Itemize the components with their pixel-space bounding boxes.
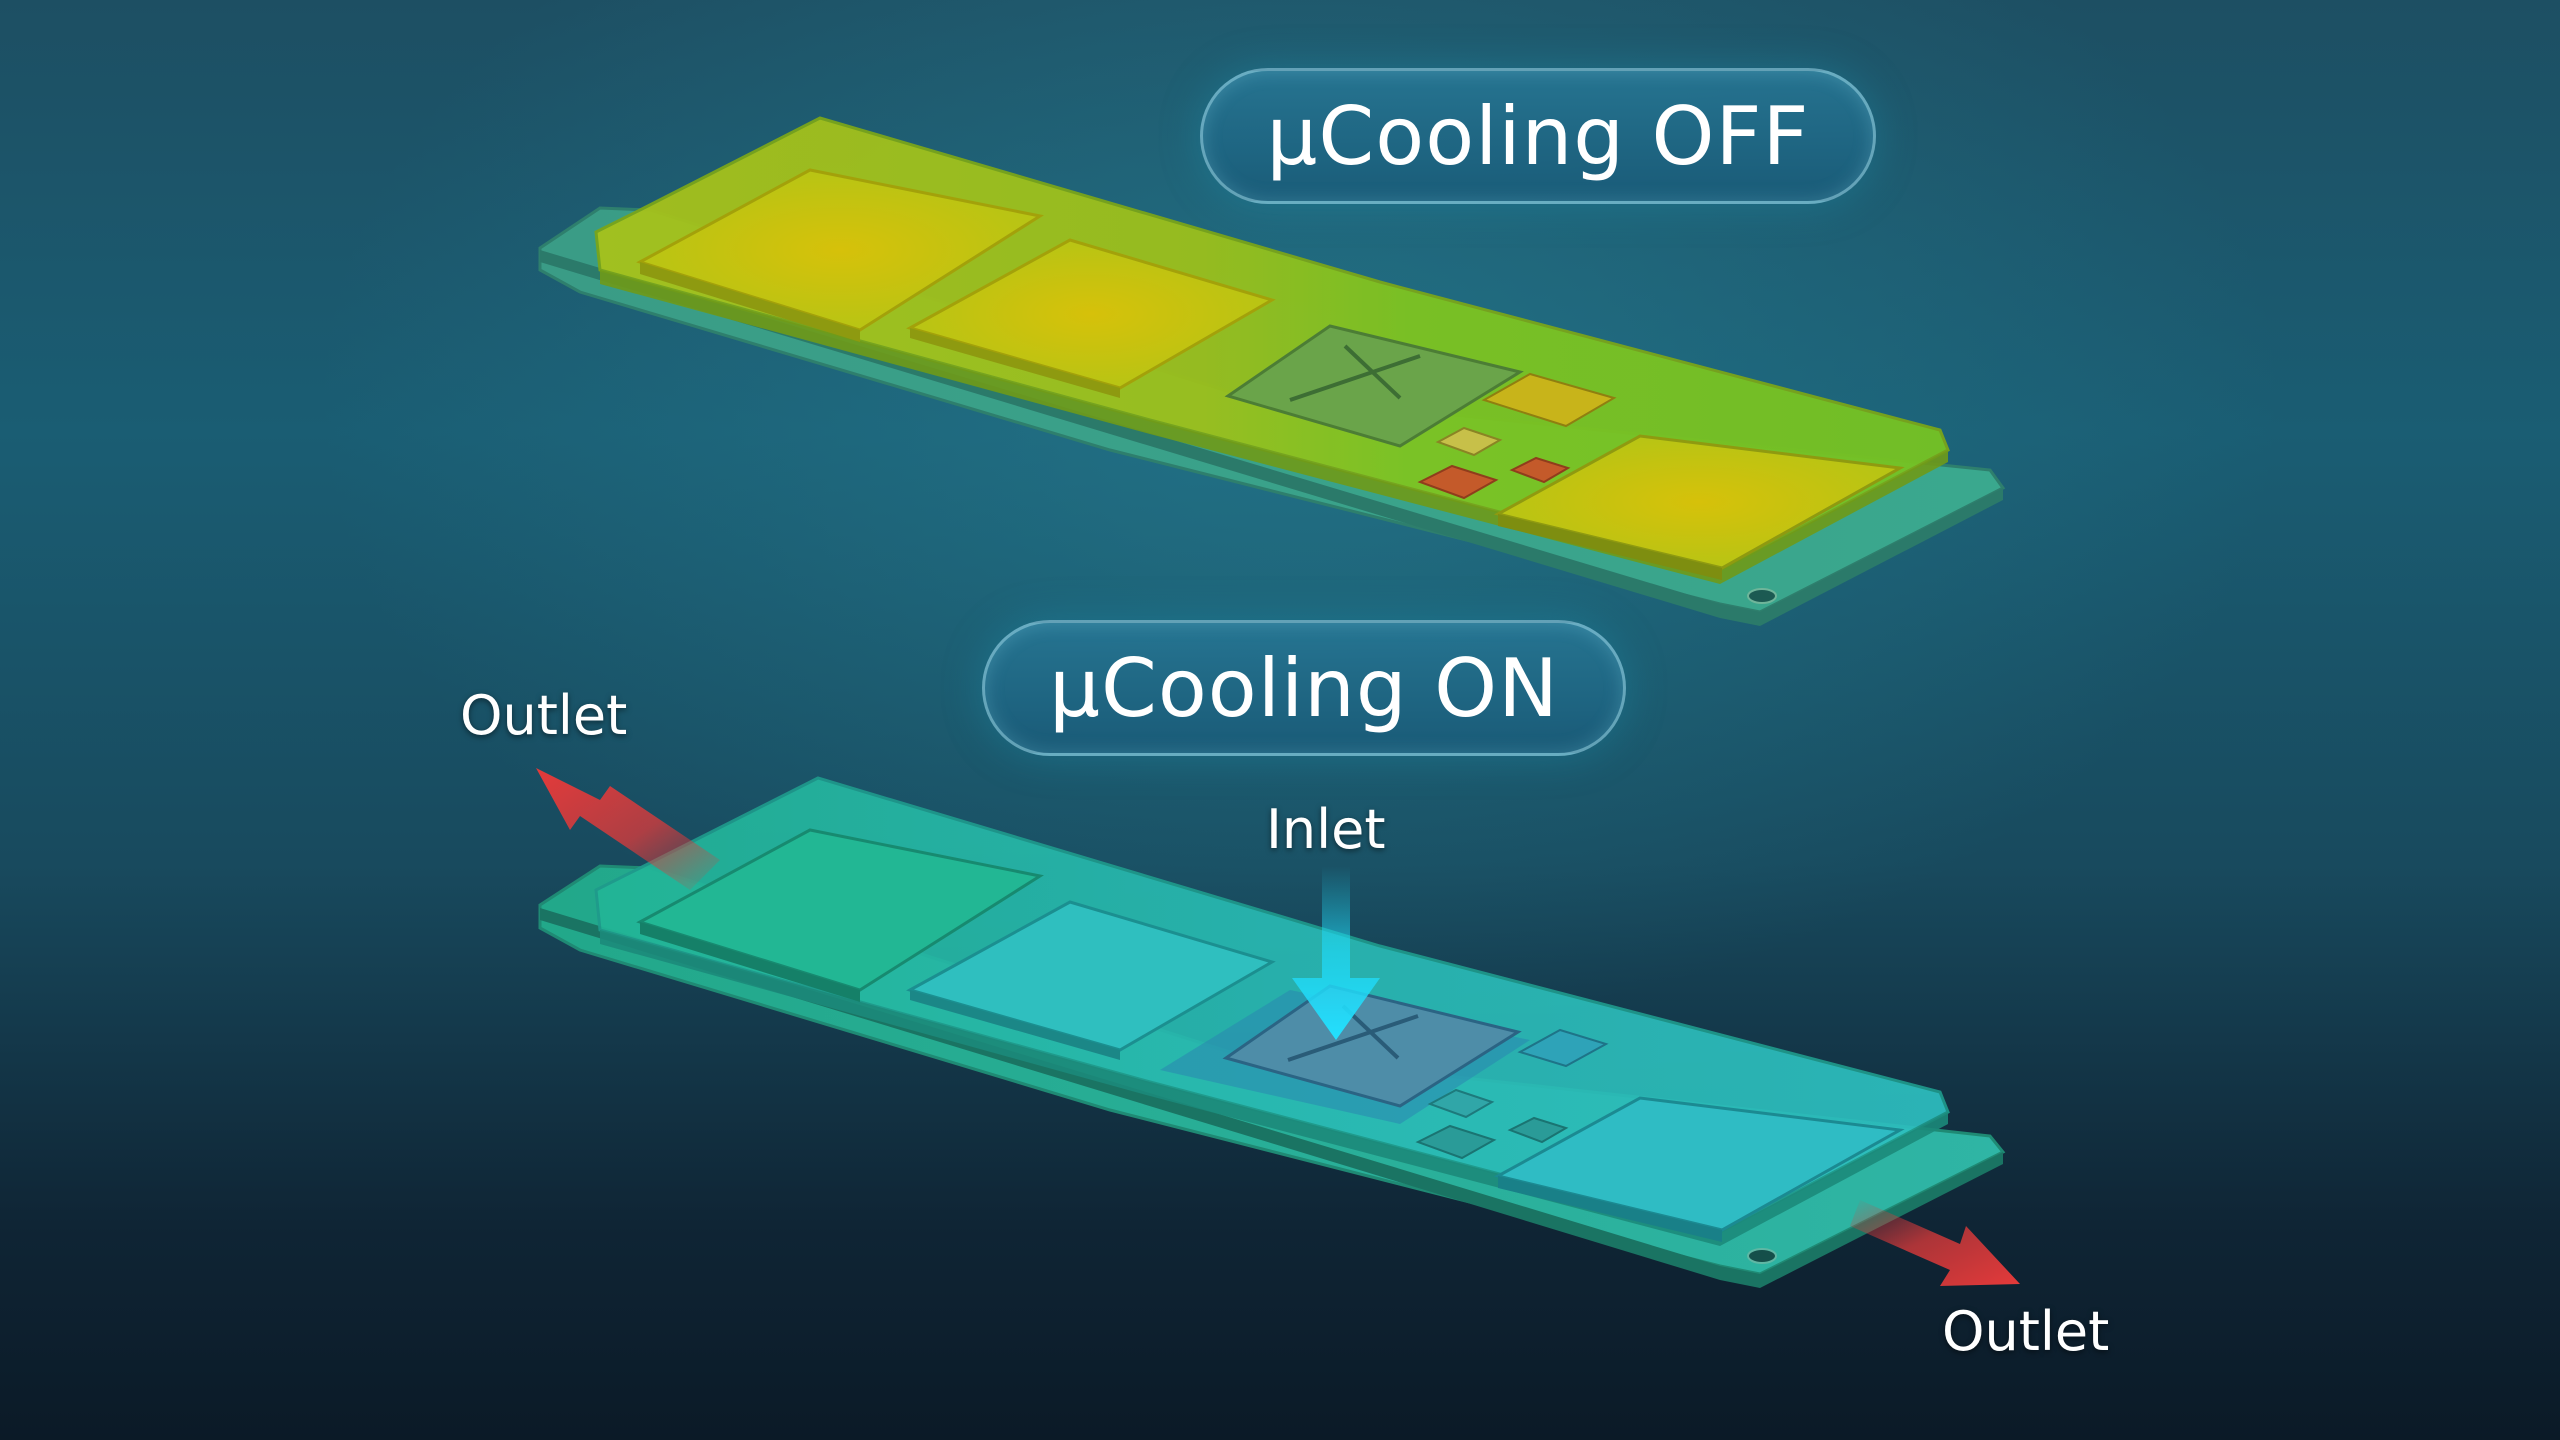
outlet-arrow-right bbox=[1850, 1200, 2020, 1286]
arrow-icon bbox=[536, 768, 720, 890]
arrow-down-icon bbox=[1292, 866, 1380, 1040]
mounting-hole-cool bbox=[1747, 1248, 1777, 1264]
controller-chip-cool bbox=[1222, 984, 1522, 1108]
cooling-on-badge: µCooling ON bbox=[982, 620, 1626, 756]
nand-chip-3-cool bbox=[1493, 1096, 1905, 1232]
dram-chip-hot bbox=[1481, 372, 1617, 428]
nand-chip-3-side-hot bbox=[1498, 514, 1722, 580]
nand-chip-1-side-hot bbox=[640, 262, 860, 342]
nand-chip-3-side-cool bbox=[1498, 1176, 1722, 1242]
small-component-2-cool bbox=[1415, 1124, 1497, 1160]
nand-chip-2-side-hot bbox=[910, 328, 1120, 398]
inlet-arrow bbox=[1292, 866, 1380, 1040]
nand-chip-1-side-cool bbox=[640, 922, 860, 1002]
inlet-label: Inlet bbox=[1266, 798, 1386, 861]
nand-chip-1-cool bbox=[636, 828, 1044, 992]
outlet-label-right: Outlet bbox=[1942, 1300, 2110, 1363]
ssd-board-hot bbox=[538, 116, 2006, 626]
small-component-1-hot bbox=[1435, 426, 1503, 457]
dram-chip-cool bbox=[1517, 1028, 1609, 1068]
arrow-icon bbox=[1850, 1200, 2020, 1286]
controller-marking-hot bbox=[1289, 344, 1421, 402]
controller-chip-hot bbox=[1224, 324, 1524, 448]
small-component-2-hot bbox=[1417, 464, 1499, 500]
ssd-board-cool bbox=[538, 776, 2006, 1288]
nand-chip-2-side-cool bbox=[910, 990, 1120, 1060]
small-component-3-cool bbox=[1507, 1116, 1569, 1144]
nand-chip-3-hot bbox=[1493, 434, 1905, 570]
cooling-off-badge: µCooling OFF bbox=[1200, 68, 1876, 204]
small-component-1-cool bbox=[1427, 1088, 1495, 1119]
outlet-arrow-left bbox=[536, 768, 720, 890]
outlet-label-left: Outlet bbox=[460, 684, 628, 747]
small-component-3-hot bbox=[1509, 456, 1571, 484]
mounting-hole-hot bbox=[1747, 588, 1777, 604]
